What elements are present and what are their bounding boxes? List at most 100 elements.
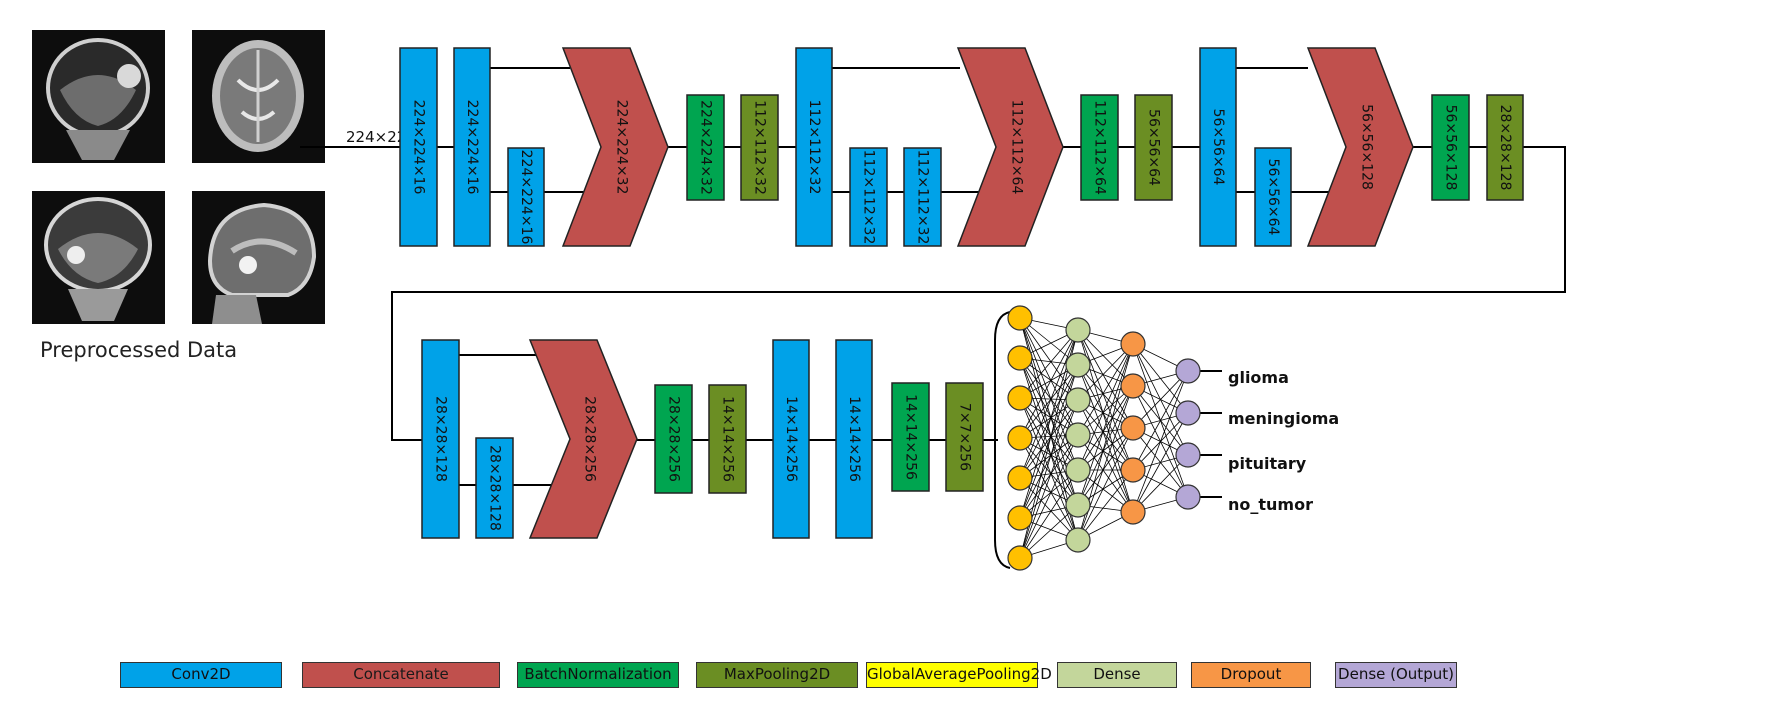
nn-input-node [1007, 345, 1033, 371]
conv2d-block-2-label: 224×224×16 [464, 100, 480, 195]
legend-item-maxpool: MaxPooling2D [696, 662, 858, 688]
nn-edge [1019, 329, 1079, 399]
batchnorm-block-5-label: 14×14×256 [903, 394, 919, 480]
concatenate-block-3-label: 56×56×128 [1359, 104, 1375, 190]
batchnorm-block-5 [891, 382, 930, 492]
batchnorm-block-4 [654, 384, 693, 494]
nn-edge [1077, 343, 1134, 401]
conv2d-block-1 [399, 47, 438, 247]
mri-thumbnail-sagittal [192, 191, 325, 324]
batchnorm-block-2-label: 112×112×64 [1092, 100, 1108, 195]
nn-input-node [1007, 385, 1033, 411]
nn-dense-node [1065, 387, 1091, 413]
concatenate-block-1-label: 224×224×32 [614, 100, 630, 195]
nn-edge [1019, 317, 1079, 401]
nn-input-node [1007, 305, 1033, 331]
nn-edge [1019, 364, 1079, 519]
nn-edge [1019, 364, 1079, 439]
bracket [994, 311, 1011, 569]
batchnorm-block-3-label: 56×56×128 [1443, 105, 1459, 191]
nn-edge [1019, 357, 1079, 436]
batchnorm-block-3 [1431, 94, 1470, 201]
nn-edge [1077, 343, 1134, 471]
legend-item-conv2d: Conv2D [120, 662, 282, 688]
nn-input-node [1007, 425, 1033, 451]
nn-dense-node [1065, 352, 1091, 378]
nn-output-node [1175, 484, 1201, 510]
nn-edge [1019, 329, 1079, 479]
concatenate-block-3 [1306, 47, 1414, 247]
concatenate-block-4 [528, 339, 638, 539]
conv2d-block-2 [453, 47, 491, 247]
nn-edge [1132, 412, 1189, 513]
nn-edge [1077, 343, 1134, 436]
legend-item-batchnorm: BatchNormalization [517, 662, 679, 688]
conv2d-block-8 [1254, 147, 1292, 247]
nn-edge [1077, 385, 1134, 506]
conv2d-block-8-label: 56×56×64 [1265, 159, 1281, 236]
maxpool-block-1 [740, 94, 779, 201]
nn-edge [1019, 437, 1079, 541]
nn-dropout-node [1120, 457, 1146, 483]
mri-thumbnail-axial [192, 30, 325, 163]
nn-edge [1132, 370, 1189, 513]
concatenate-block-2-label: 112×112×64 [1009, 100, 1025, 195]
nn-edge [1019, 399, 1079, 559]
nn-edge [1019, 329, 1079, 439]
conv2d-block-7-label: 56×56×64 [1210, 109, 1226, 186]
maxpool-block-4 [708, 384, 747, 494]
nn-edge [1132, 454, 1189, 513]
legend-item-dense-output: Dense (Output) [1335, 662, 1457, 688]
nn-edge [1019, 477, 1079, 541]
conv2d-block-9-label: 28×28×128 [433, 396, 449, 482]
mri-thumbnail-coronal-2 [32, 191, 165, 324]
nn-edge [1132, 370, 1189, 429]
batchnorm-block-1 [686, 94, 725, 201]
nn-edge [1077, 434, 1134, 513]
nn-edge [1019, 434, 1079, 519]
legend-item-dense: Dense [1057, 662, 1177, 688]
nn-edge [1019, 469, 1079, 559]
batchnorm-block-2 [1080, 94, 1119, 201]
conv2d-block-6 [903, 147, 942, 247]
maxpool-block-5 [945, 382, 984, 492]
connector-line [391, 146, 1566, 441]
nn-edge [1019, 437, 1079, 506]
nn-edge [1077, 364, 1134, 513]
nn-output-node [1175, 442, 1201, 468]
nn-edge [1077, 364, 1134, 471]
nn-dense-node [1065, 527, 1091, 553]
nn-dropout-node [1120, 415, 1146, 441]
nn-edge [1077, 385, 1134, 541]
nn-edge [1019, 317, 1079, 471]
output-label-glioma: glioma [1228, 368, 1289, 387]
conv2d-block-6-label: 112×112×32 [915, 150, 931, 245]
nn-dropout-node [1120, 499, 1146, 525]
nn-edge [1019, 357, 1079, 506]
nn-output-node [1175, 358, 1201, 384]
nn-output-node [1175, 400, 1201, 426]
nn-edge [1077, 385, 1134, 471]
nn-edge [1019, 357, 1079, 471]
nn-edge [1019, 397, 1079, 506]
conv2d-block-5-label: 112×112×32 [861, 150, 877, 245]
nn-edge [1019, 399, 1079, 519]
nn-dense-node [1065, 492, 1091, 518]
nn-edge [1077, 364, 1134, 429]
nn-dropout-node [1120, 331, 1146, 357]
conv2d-block-1-label: 224×224×16 [411, 100, 427, 195]
output-label-pituitary: pituitary [1228, 454, 1307, 473]
nn-edge [1077, 427, 1134, 541]
conv2d-block-4-label: 112×112×32 [806, 100, 822, 195]
nn-edge [1019, 397, 1079, 471]
nn-input-node [1007, 465, 1033, 491]
nn-edge [1019, 434, 1079, 559]
conv2d-block-12-label: 14×14×256 [846, 396, 862, 482]
legend-item-gap: GlobalAveragePooling2D [866, 662, 1052, 688]
mri-thumbnail-coronal [32, 30, 165, 163]
concatenate-block-4-label: 28×28×256 [582, 396, 598, 482]
maxpool-block-4-label: 14×14×256 [720, 396, 736, 482]
conv2d-block-3-label: 224×224×16 [518, 150, 534, 245]
conv2d-block-12 [835, 339, 873, 539]
